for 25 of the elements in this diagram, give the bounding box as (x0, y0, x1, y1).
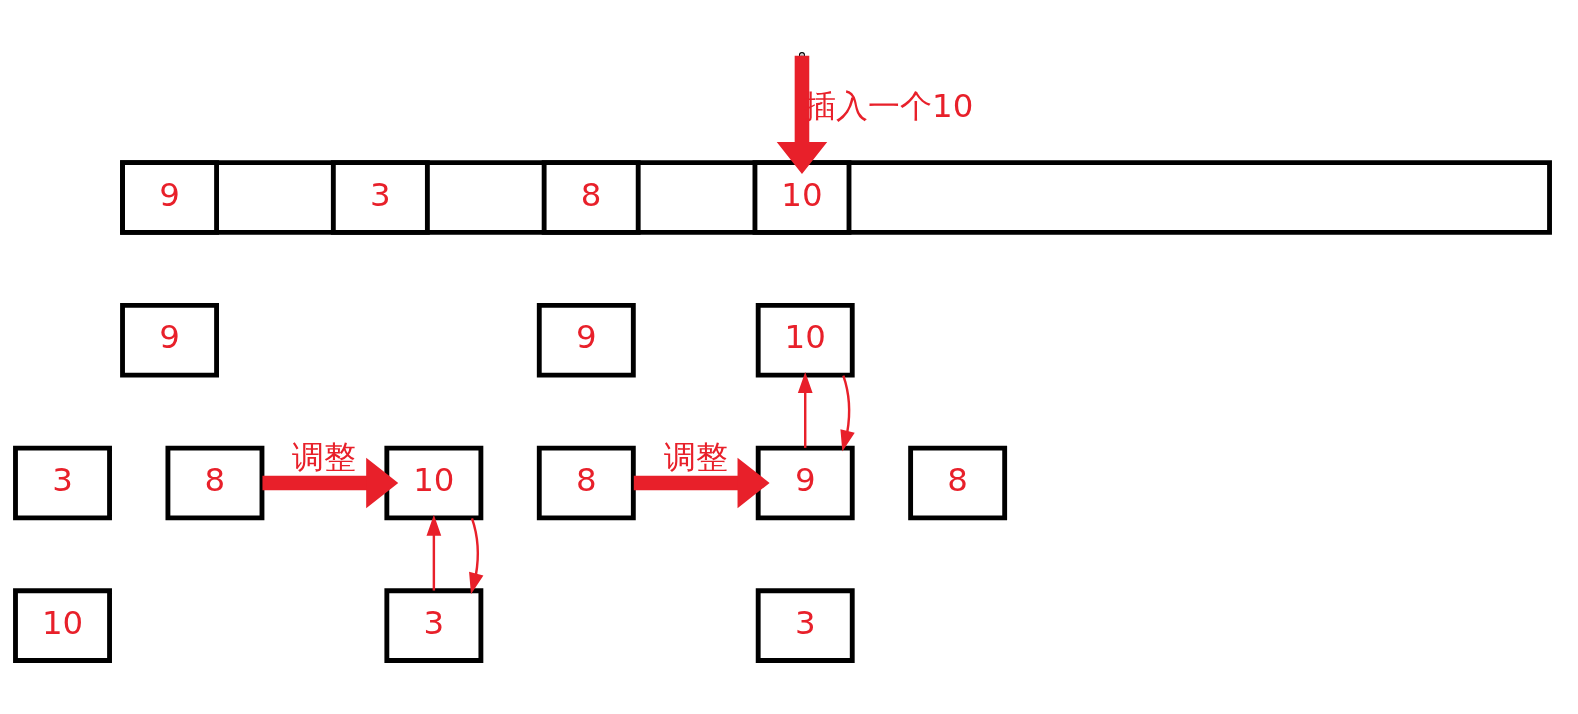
node-box: 3 (755, 587, 855, 663)
edge-label: 调整 (663, 437, 728, 476)
node-box: 8 (908, 445, 1008, 520)
node-box: 9 (120, 302, 219, 378)
arrow (776, 55, 828, 174)
node-box: 8 (536, 445, 636, 520)
arrow (426, 514, 442, 591)
arrow (840, 374, 855, 451)
node-box: 8 (165, 445, 265, 520)
node-box: 3 (13, 445, 112, 520)
node-box: 10 (752, 159, 852, 235)
node-box: 10 (755, 302, 855, 378)
edge-label: 调整 (292, 437, 357, 476)
arrow (469, 517, 484, 594)
arrow (797, 371, 813, 448)
node-box: 3 (384, 587, 484, 663)
arrow (633, 457, 770, 508)
node-box: 8 (541, 159, 641, 235)
node-box: 9 (755, 445, 855, 520)
node-box: 3 (330, 159, 430, 235)
node-box: 10 (384, 445, 484, 520)
node-box: 9 (536, 302, 636, 378)
arrow (262, 457, 399, 508)
node-box: 10 (13, 587, 112, 663)
node-box: 9 (120, 159, 219, 235)
